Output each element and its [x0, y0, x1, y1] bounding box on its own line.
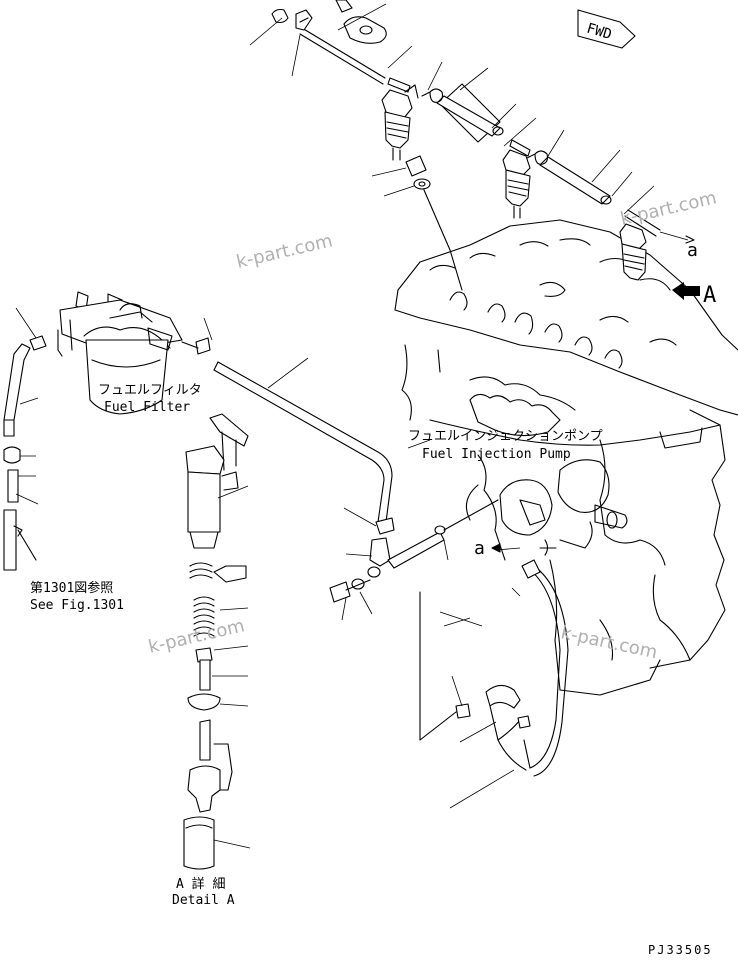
- fwd-label: FWD: [585, 21, 614, 43]
- injector-2: [502, 149, 531, 219]
- detail-label-en: Detail A: [172, 893, 235, 908]
- view-a-label: A: [703, 283, 716, 308]
- view-arrow: A: [672, 282, 716, 308]
- spill-pipes: [299, 27, 661, 237]
- see-fig-label-en: See Fig.1301: [30, 598, 124, 613]
- injection-pump-label-jp: フュエルインジェクションポンプ: [408, 429, 603, 444]
- drawing-code: PJ33505: [648, 943, 713, 957]
- fuel-filter-label-jp: フュエルフィルタ: [98, 383, 202, 398]
- watermark-2: k-part.com: [618, 187, 718, 230]
- engine-block: [394, 219, 738, 696]
- detail-a-injector: [185, 413, 249, 549]
- fwd-arrow: FWD: [577, 9, 636, 49]
- fuel-pipe: [213, 357, 393, 523]
- return-hose: [407, 439, 569, 809]
- watermark-1: k-part.com: [234, 230, 334, 273]
- hose-left: [3, 335, 211, 437]
- fuel-filter: [57, 291, 183, 415]
- injector-3: [619, 223, 647, 281]
- injector-1: [381, 84, 419, 161]
- watermark-4: k-part.com: [559, 622, 659, 663]
- top-fittings: [271, 0, 463, 291]
- see-fig-label-jp: 第1301図参照: [30, 580, 113, 596]
- leader-lines-mid: [341, 507, 449, 621]
- fuel-filter-label-en: Fuel Filter: [104, 400, 190, 415]
- marker-a-mid: a: [474, 538, 485, 559]
- injection-pump: [469, 393, 628, 556]
- left-small-parts: [3, 446, 37, 571]
- banjo-fitting: [329, 499, 499, 603]
- leader-lines-left: [15, 307, 213, 505]
- detail-a-parts: [183, 562, 251, 870]
- marker-a-top: a: [687, 240, 698, 261]
- leader-lines-top: [249, 3, 695, 244]
- detail-label-jp: A 詳 細: [176, 876, 225, 892]
- injection-pump-label-en: Fuel Injection Pump: [422, 447, 571, 462]
